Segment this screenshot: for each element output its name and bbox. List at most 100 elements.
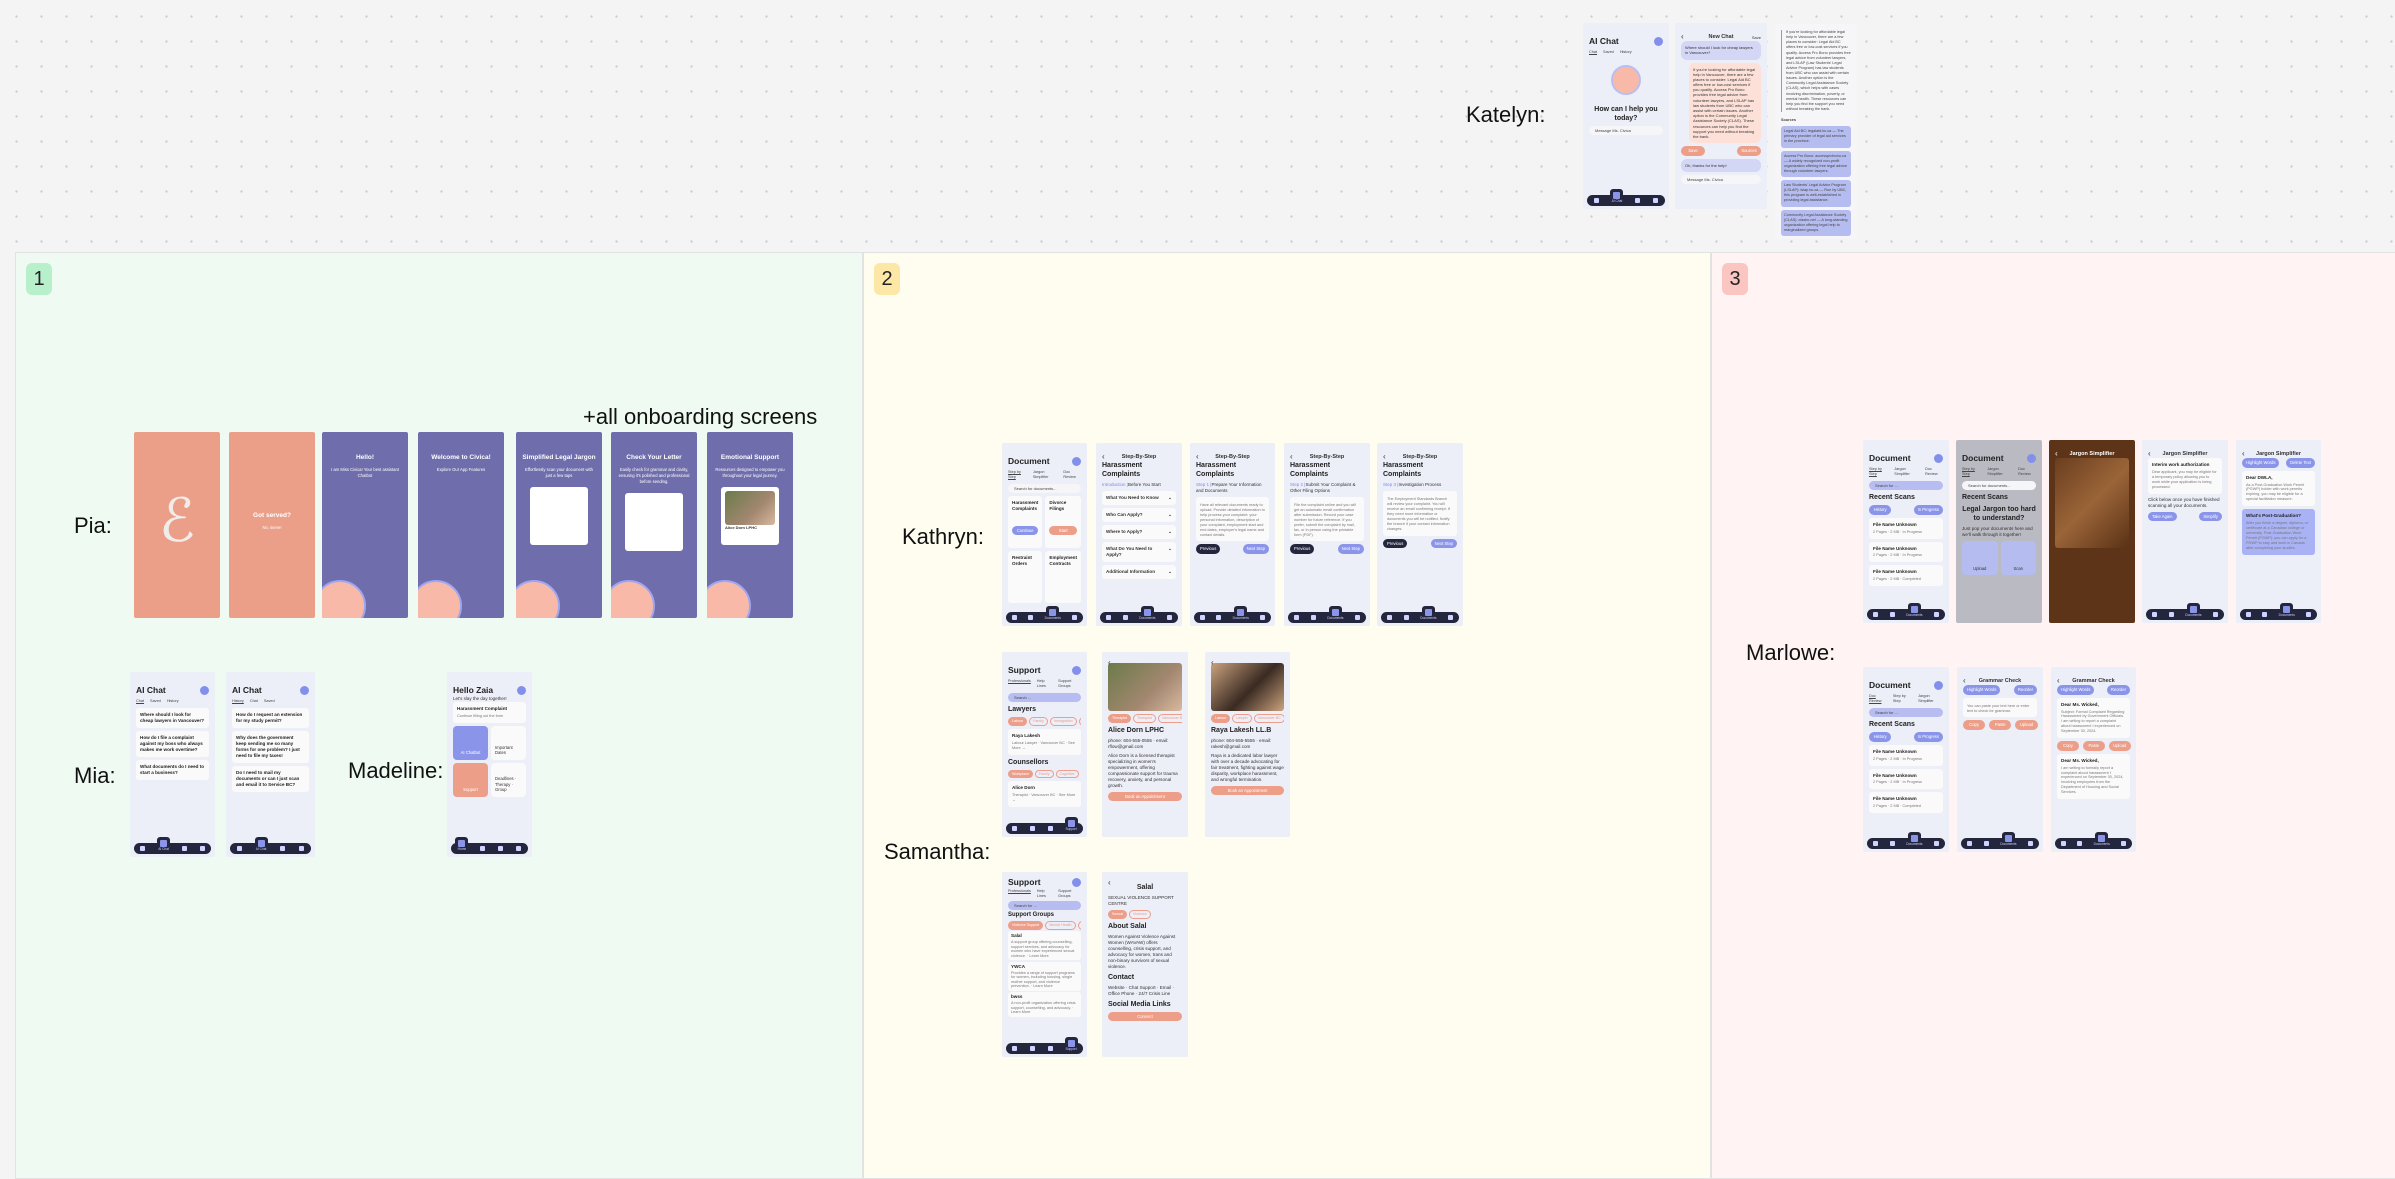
nav-item-support[interactable]: Support xyxy=(1065,1039,1077,1051)
nav-item-ai-chat[interactable] xyxy=(1403,615,1409,620)
list-card[interactable]: File the complaint online and you will g… xyxy=(1290,497,1364,542)
nav-item-documents[interactable]: Documents xyxy=(1045,608,1061,620)
action-button[interactable]: Previous xyxy=(1383,538,1408,549)
filter-chip[interactable]: Assault xyxy=(1078,717,1081,726)
nav-item-home[interactable] xyxy=(1593,198,1599,203)
accordion-item[interactable]: Where to Apply?⌄ xyxy=(1102,525,1176,540)
source-card[interactable]: Community Legal Assistance Society (CLAS… xyxy=(1781,209,1851,236)
nav-item-ai-chat[interactable] xyxy=(1028,615,1034,620)
action-button[interactable]: Next Step xyxy=(1337,544,1364,554)
nav-item-documents[interactable]: Documents xyxy=(2279,605,2295,617)
nav-item-ai-chat[interactable]: AI Chat xyxy=(1612,191,1622,203)
list-card[interactable]: Where should I look for cheap lawyers in… xyxy=(136,707,209,728)
profile-avatar[interactable] xyxy=(1654,37,1663,47)
nav-item-ai-chat[interactable] xyxy=(1030,1046,1036,1051)
nav-item-support[interactable] xyxy=(1448,615,1454,620)
filter-chip[interactable]: Mental Health xyxy=(1045,920,1076,930)
nav-item-home[interactable] xyxy=(1011,615,1017,620)
nav-item-support[interactable] xyxy=(1653,198,1659,203)
nav-item-documents[interactable] xyxy=(1047,826,1053,831)
nav-item-home[interactable] xyxy=(236,846,242,851)
feature-tile[interactable]: Deadlines · Therapy · Group xyxy=(491,762,526,797)
nav-item-home[interactable] xyxy=(140,846,146,851)
feature-tile[interactable]: Upload xyxy=(1962,541,1998,576)
nav-item-ai-chat[interactable] xyxy=(1889,612,1895,617)
action-button[interactable]: History xyxy=(1869,505,1892,515)
back-chevron-icon[interactable]: ‹ xyxy=(2055,449,2058,459)
source-card[interactable]: Access Pro Bono: accessprobono.ca — A wi… xyxy=(1781,150,1851,177)
tab[interactable]: Support Groups xyxy=(1058,889,1072,898)
action-button[interactable]: In Progress xyxy=(1913,505,1943,515)
list-card[interactable]: How do I file a complaint against my bos… xyxy=(136,730,209,757)
filter-chip[interactable]: Vancouver BC xyxy=(1253,714,1284,723)
nav-item-support[interactable] xyxy=(2121,841,2127,846)
nav-item-documents[interactable] xyxy=(1047,1046,1053,1051)
back-chevron-icon[interactable]: ‹ xyxy=(1196,452,1199,462)
tab[interactable]: History xyxy=(1619,50,1632,55)
action-button[interactable]: Next Step xyxy=(1430,538,1457,549)
filter-chip[interactable]: Behavioral xyxy=(1080,769,1081,779)
list-card[interactable]: You can paste your text here or enter te… xyxy=(1963,697,2037,718)
nav-item-ai-chat[interactable] xyxy=(1122,615,1128,620)
tab[interactable]: History xyxy=(166,699,179,704)
list-card[interactable]: How do I request an extension for my stu… xyxy=(232,707,309,728)
feature-tile[interactable]: Important Dates xyxy=(491,725,526,760)
search-input[interactable]: Search ... xyxy=(1008,692,1081,703)
accordion-item[interactable]: What Do You Need to Apply?⌄ xyxy=(1102,542,1176,563)
list-card[interactable]: The Employment Standards Branch will rev… xyxy=(1383,491,1457,536)
nav-item-documents[interactable]: Documents xyxy=(1233,608,1249,620)
filter-chip[interactable]: Lawyer xyxy=(1232,714,1252,723)
tab[interactable]: Saved xyxy=(150,699,161,704)
nav-item-home[interactable] xyxy=(2151,612,2157,617)
nav-item-ai-chat[interactable] xyxy=(2262,612,2268,617)
tab[interactable]: Doc Review xyxy=(1063,470,1076,479)
nav-item-documents[interactable]: Documents xyxy=(1420,608,1436,620)
nav-item-support[interactable] xyxy=(199,846,205,851)
nav-item-ai-chat[interactable] xyxy=(1889,841,1895,846)
nav-item-support[interactable] xyxy=(299,846,305,851)
source-card[interactable]: Law Students' Legal Advice Program (LSLA… xyxy=(1781,180,1851,207)
action-button[interactable]: Connect xyxy=(1108,1011,1182,1022)
nav-item-ai-chat[interactable] xyxy=(2077,841,2083,846)
tab[interactable]: Chat xyxy=(136,699,145,704)
nav-item-home[interactable] xyxy=(1199,615,1205,620)
action-button[interactable]: Highlight Words xyxy=(1963,685,2001,695)
search-input[interactable]: Search for documents... xyxy=(1962,480,2036,491)
list-card[interactable]: Dear Ms. Wicked,Subject: Formal Complain… xyxy=(2057,697,2130,739)
action-button[interactable]: Take Again xyxy=(2148,511,2177,522)
action-button[interactable]: Paste xyxy=(1989,720,2012,730)
tab[interactable]: Jargon Simplifier xyxy=(1032,470,1049,479)
nav-item-support[interactable] xyxy=(516,846,522,851)
action-button[interactable]: Book an Appointment xyxy=(1211,785,1284,795)
nav-item-documents[interactable] xyxy=(497,846,503,851)
filter-chip[interactable]: Family xyxy=(1029,717,1048,726)
profile-avatar[interactable] xyxy=(1934,681,1943,691)
tab[interactable]: Chat xyxy=(249,699,258,704)
accordion-item[interactable]: Additional Information⌄ xyxy=(1102,565,1176,579)
nav-item-documents[interactable]: Documents xyxy=(1139,608,1155,620)
nav-item-ai-chat[interactable] xyxy=(1030,826,1036,831)
nav-item-documents[interactable]: Documents xyxy=(2000,834,2016,846)
nav-item-ai-chat[interactable]: AI Chat xyxy=(158,839,169,851)
nav-item-home[interactable] xyxy=(1105,615,1111,620)
nav-item-support[interactable] xyxy=(2306,612,2312,617)
nav-item-home[interactable] xyxy=(1966,841,1972,846)
tab[interactable]: Support Groups xyxy=(1058,679,1072,688)
filter-chip[interactable]: Family xyxy=(1034,769,1054,779)
tab[interactable]: Jargon Simplifier xyxy=(1894,467,1910,476)
filter-chip[interactable]: Therapist xyxy=(1108,714,1131,723)
tab[interactable]: Doc Review xyxy=(2018,467,2031,476)
back-chevron-icon[interactable]: ‹ xyxy=(1108,657,1111,667)
nav-item-home[interactable] xyxy=(1386,615,1392,620)
nav-item-home[interactable] xyxy=(2245,612,2251,617)
nav-item-home[interactable] xyxy=(1012,1046,1018,1051)
nav-item-home[interactable] xyxy=(1012,826,1018,831)
